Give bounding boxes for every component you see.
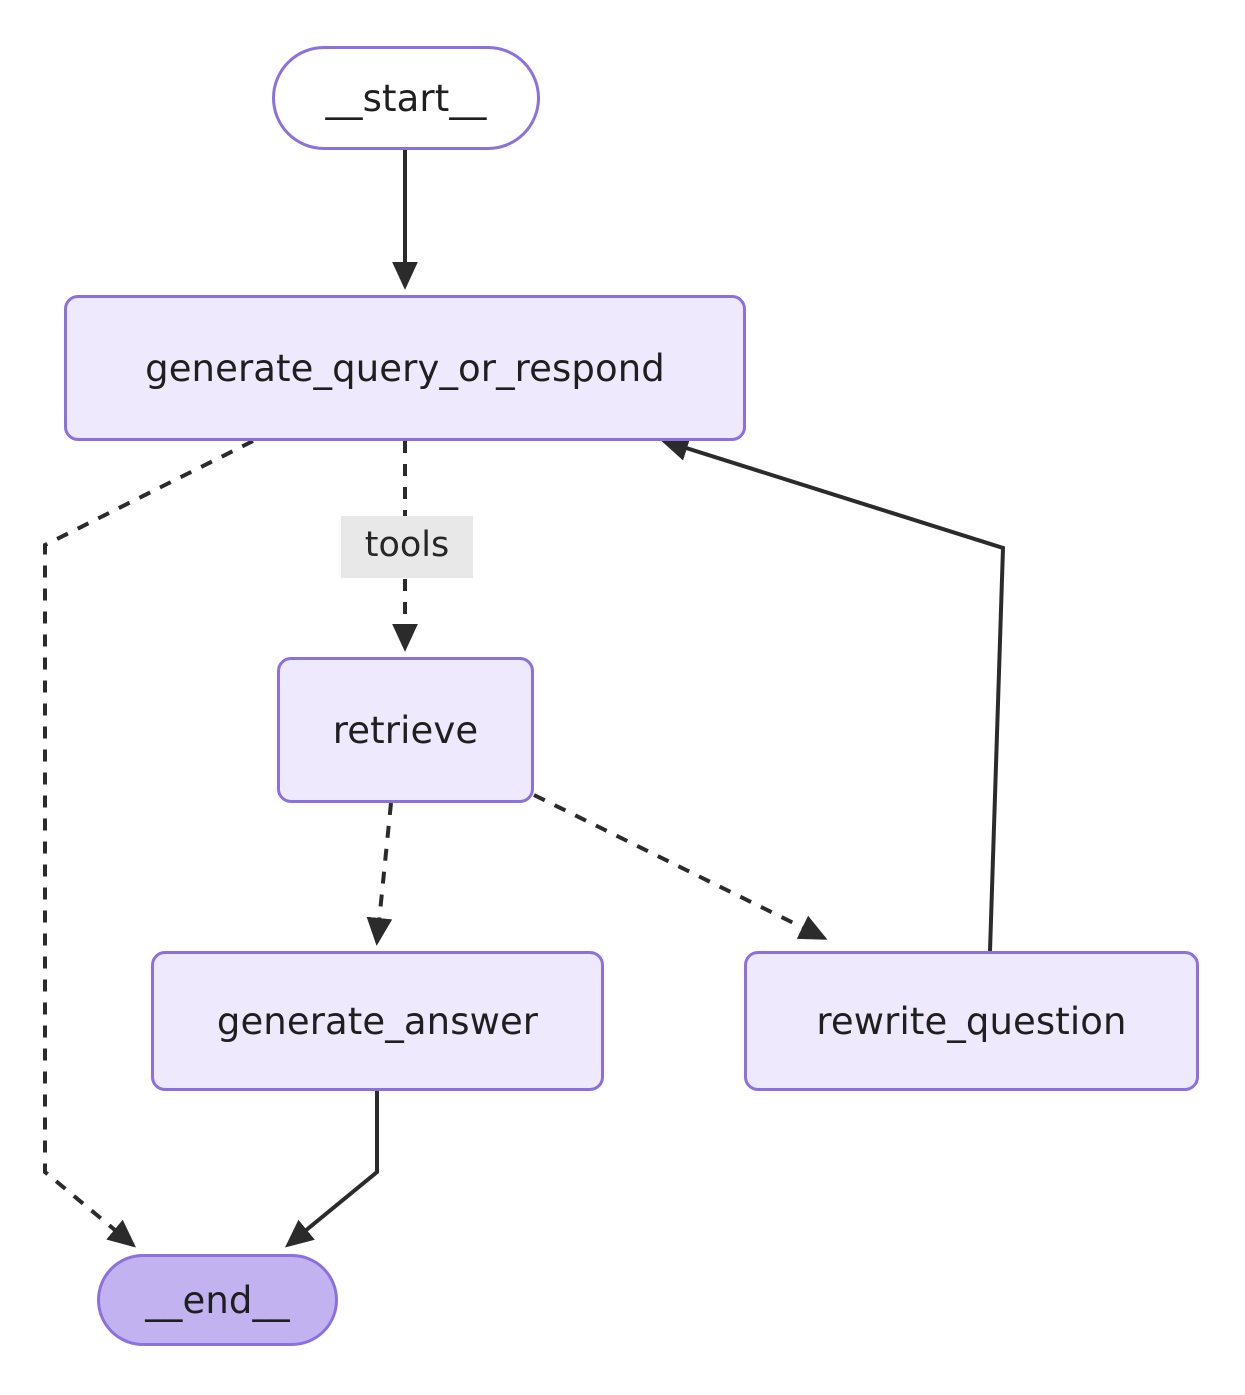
edge-generate-answer-to-end bbox=[284, 1091, 379, 1248]
edge-generate-query-or-respond-to-end bbox=[43, 439, 254, 1248]
node-generate-query-or-respond-label: generate_query_or_respond bbox=[145, 346, 665, 390]
edge-label-tools-text: tools bbox=[364, 524, 450, 565]
node-generate-answer[interactable]: generate_answer bbox=[151, 951, 604, 1091]
edge-retrieve-to-generate-answer bbox=[366, 802, 393, 946]
node-generate-answer-label: generate_answer bbox=[216, 999, 539, 1043]
node-retrieve-label: retrieve bbox=[332, 708, 479, 752]
edge-rewrite-question-to-generate-query-or-respond bbox=[660, 435, 1006, 952]
node-start-label: __start__ bbox=[325, 76, 487, 120]
node-rewrite-question-label: rewrite_question bbox=[816, 999, 1127, 1043]
node-generate-query-or-respond[interactable]: generate_query_or_respond bbox=[64, 295, 746, 441]
edge-label-tools: tools bbox=[341, 516, 473, 578]
node-retrieve[interactable]: retrieve bbox=[277, 657, 534, 803]
node-rewrite-question[interactable]: rewrite_question bbox=[744, 951, 1199, 1091]
node-end[interactable]: __end__ bbox=[97, 1254, 338, 1346]
edge-retrieve-to-rewrite-question bbox=[533, 793, 828, 940]
node-start[interactable]: __start__ bbox=[272, 46, 540, 150]
node-end-label: __end__ bbox=[145, 1278, 290, 1322]
